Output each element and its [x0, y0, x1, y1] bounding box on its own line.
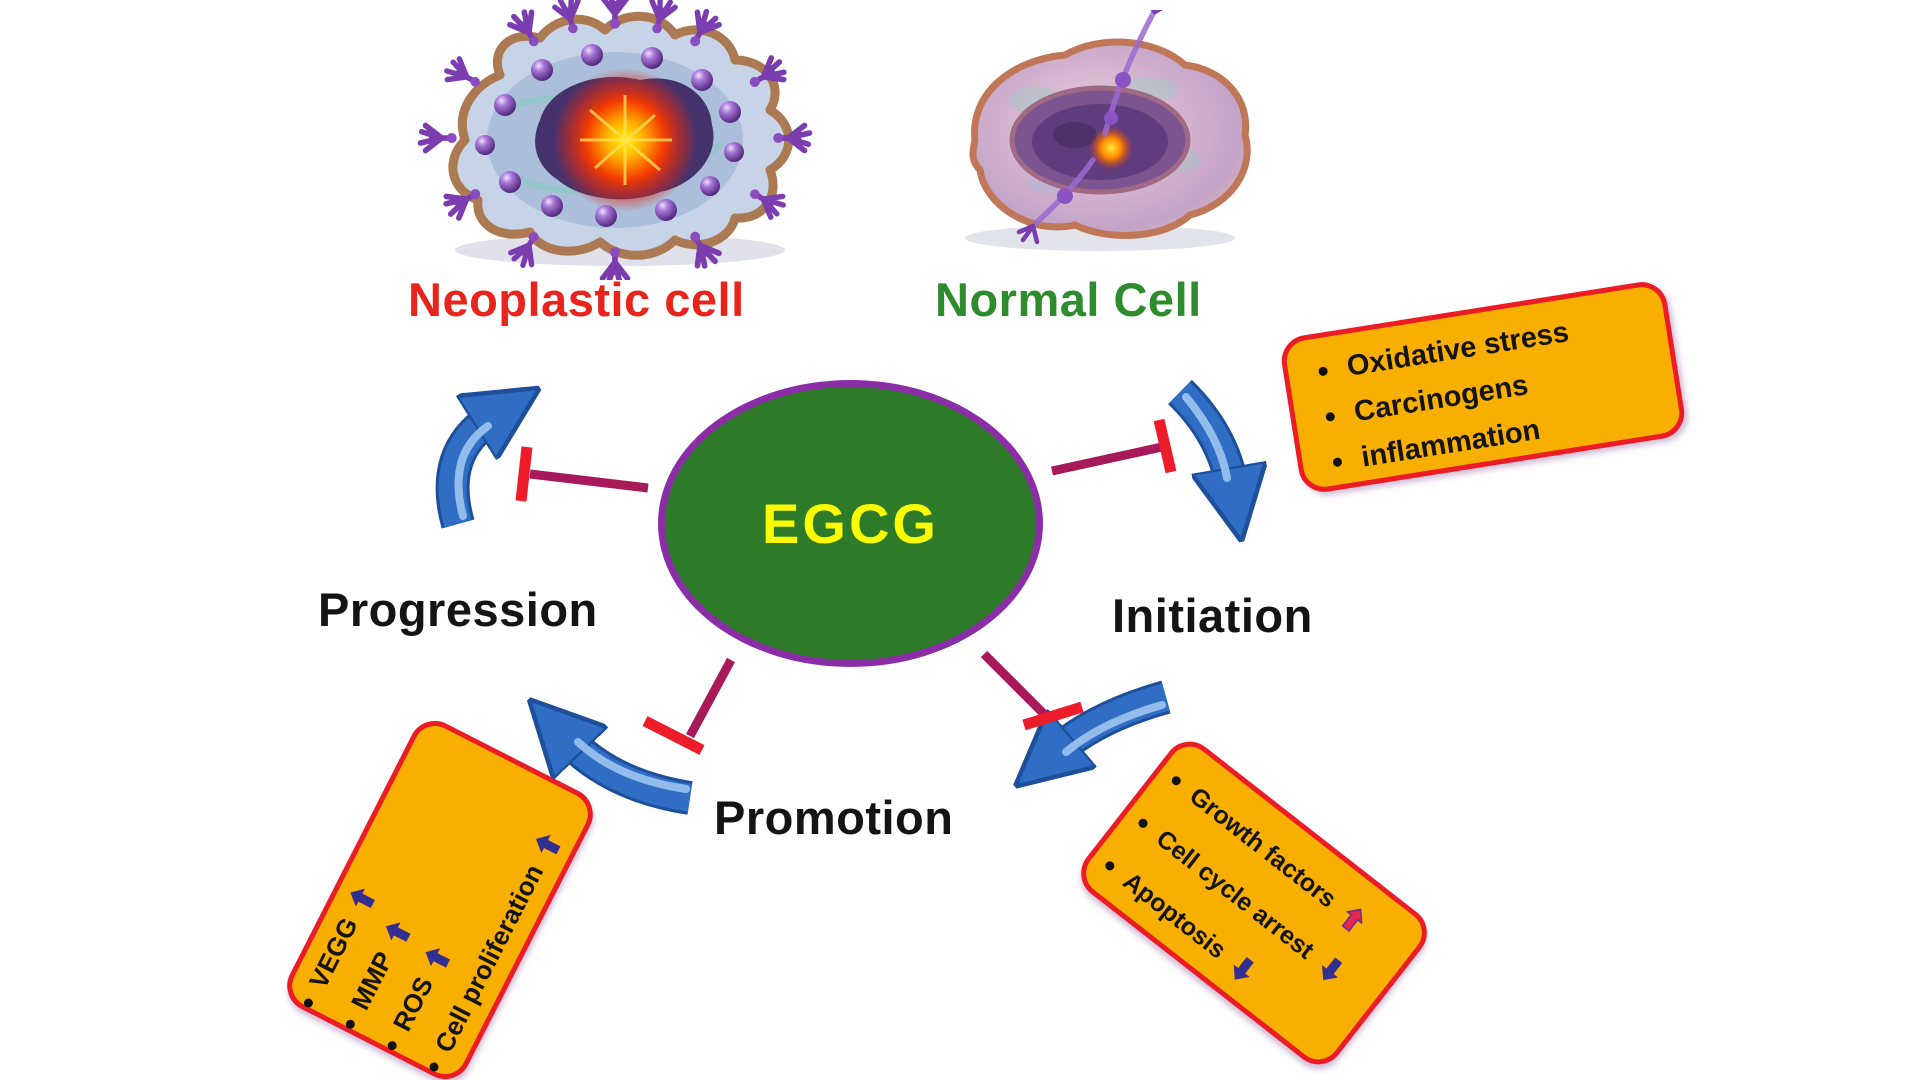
- bullet-icon: [1170, 774, 1183, 787]
- up-arrow-icon: [1337, 902, 1369, 936]
- curved-arrow-bottom-left: [568, 740, 693, 815]
- list-item: MMP: [327, 740, 511, 1039]
- down-arrow-icon: [1227, 953, 1259, 987]
- bullet-icon: [1332, 456, 1343, 467]
- inhibition-tbar-right: [1051, 418, 1177, 476]
- bullet-icon: [302, 996, 315, 1010]
- normal-cell-label: Normal Cell: [935, 273, 1202, 326]
- egcg-label: EGCG: [762, 492, 939, 555]
- normal-cell-illustration: [915, 0, 1275, 265]
- up-arrow-icon: [381, 917, 414, 947]
- up-arrow-icon: [420, 943, 453, 973]
- bullet-icon: [1137, 816, 1150, 830]
- inhibition-tbar-left: [515, 446, 649, 502]
- stage-label-promotion: Promotion: [714, 791, 954, 844]
- bullet-icon: [1317, 365, 1329, 376]
- stage-label-progression: Progression: [318, 583, 598, 636]
- up-arrow-icon: [531, 830, 564, 860]
- down-arrow-icon: [1315, 953, 1347, 987]
- initiation-factors-box: Oxidative stress Carcinogens inflammatio…: [1278, 278, 1688, 496]
- neoplastic-cell-label: Neoplastic cell: [408, 273, 745, 326]
- progression-markers-box: VEGG MMP ROS Cell proliferation: [278, 712, 602, 1080]
- curved-arrow-top-left: [435, 418, 492, 529]
- list-item: Growth factors: [1156, 756, 1422, 981]
- bullet-icon: [344, 1018, 357, 1031]
- list-item: ROS: [369, 761, 553, 1060]
- list-item: Cell cycle arrest: [1123, 799, 1389, 1024]
- up-arrow-icon: [345, 883, 378, 913]
- list-item: Cell proliferation: [411, 782, 595, 1080]
- egcg-node: EGCG: [658, 380, 1043, 667]
- bullet-icon: [427, 1060, 441, 1074]
- promotion-factors-box: Growth factors Cell cycle arrest Apoptos…: [1070, 731, 1438, 1075]
- bullet-icon: [1325, 411, 1336, 422]
- list-item: VEGG: [285, 718, 469, 1017]
- curved-arrow-top-right: [1167, 379, 1232, 486]
- bullet-icon: [386, 1039, 399, 1052]
- inhibition-tbar-bottom-left: [642, 657, 735, 755]
- bullet-icon: [1103, 859, 1117, 872]
- list-item: Apoptosis: [1090, 841, 1356, 1066]
- stage-label-initiation: Initiation: [1112, 589, 1313, 642]
- inhibition-tbar-bottom-right: [980, 650, 1084, 731]
- curved-arrow-bottom-right: [1058, 680, 1171, 752]
- neoplastic-cell-illustration: [390, 0, 840, 285]
